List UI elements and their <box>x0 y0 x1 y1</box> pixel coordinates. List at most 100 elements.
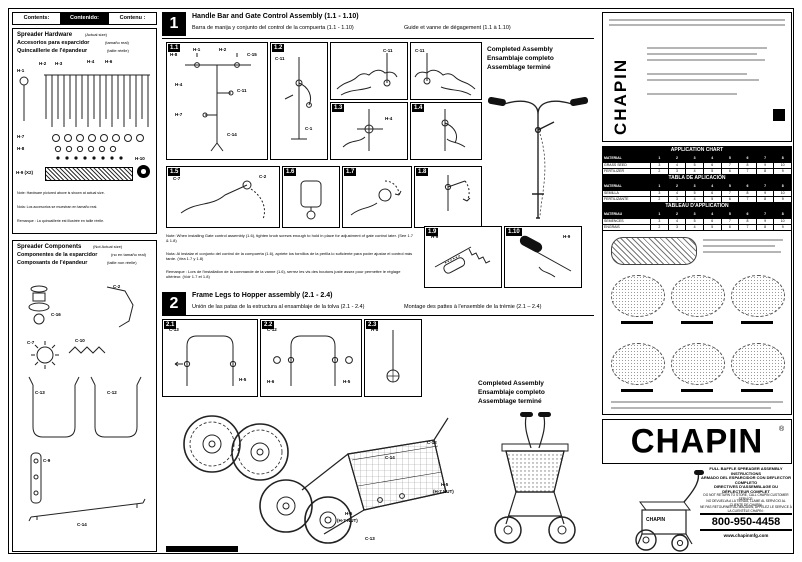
fine-print-line <box>609 24 785 26</box>
page-border <box>8 8 794 554</box>
website-url: www.chapinmfg.com <box>723 533 769 538</box>
contents-label-fr: Contenu : <box>109 12 157 25</box>
part-label: H-2 <box>219 47 227 52</box>
fine-print-line <box>611 401 783 403</box>
step-2-3-tag: 2.3 <box>366 321 379 329</box>
hardware-note-fr: Remarque : La quincaillerie est illustré… <box>17 219 105 223</box>
step-1-3-panel: 1.3 H-4 <box>330 102 408 160</box>
pattern-caption <box>681 321 713 324</box>
components-title-fr: Composants de l'épandeur <box>17 260 88 266</box>
step-1-2-tag: 1.2 <box>272 44 285 52</box>
registered-mark: ® <box>779 426 785 433</box>
part-label-h9: H-9 (X2) <box>16 170 34 175</box>
washers-illustration <box>52 134 144 160</box>
step-1-10-panel: 1.10 H-9 <box>504 226 582 288</box>
step-1-9-panel: 1.9 H-9 <box>424 226 502 288</box>
part-label-h10: H-10 <box>135 156 145 161</box>
fine-print-line <box>647 59 765 61</box>
part-label: H-7 <box>175 112 183 117</box>
step-1-5-illustration <box>180 180 265 220</box>
step-1-7-tag: 1.7 <box>344 168 357 176</box>
spread-pattern-oval <box>731 275 785 317</box>
step-1-8-illustration <box>444 175 471 211</box>
application-chart-header: APPLICATION CHART <box>602 146 792 155</box>
fine-print-line <box>609 19 785 21</box>
step-1-9-tag: 1.9 <box>426 228 439 236</box>
step-1-note-fr: Remarque : Lors de l'installation de la … <box>166 269 401 279</box>
step-1-title-en: Handle Bar and Gate Control Assembly (1.… <box>192 13 359 20</box>
step-2-divider <box>162 315 594 316</box>
part-label: C-2 <box>259 174 267 179</box>
grip-hatch-illustration <box>45 167 133 181</box>
part-label: C-13 <box>169 327 179 332</box>
step-2-1-panel: 2.1 C-13 H-5 <box>162 319 258 397</box>
fine-print-line <box>703 245 775 247</box>
step-1-number: 1 <box>162 12 186 36</box>
spread-pattern-oval <box>671 275 725 317</box>
part-label: H-1 <box>193 47 201 52</box>
phone-rule-top <box>700 513 792 515</box>
phone-rule-bottom <box>700 529 792 531</box>
part-label-c7: C-7 <box>27 340 35 345</box>
step-1-10-illustration <box>519 235 572 278</box>
step-1-completed-en: Completed Assembly <box>487 46 553 53</box>
step-2-completed-es: Ensamblaje completo <box>478 389 545 396</box>
step-1-4-illustration <box>441 109 466 151</box>
step-1-2-panel: 1.2 C-11 C-1 <box>270 42 328 160</box>
washer-ring-illustration <box>137 165 150 178</box>
part-label-c14: C-14 <box>385 455 395 460</box>
customer-service-phone: 800-950-4458 <box>711 516 781 528</box>
part-label: H-5 <box>239 377 247 382</box>
fine-print-line <box>647 47 767 49</box>
part-label-h8: H-8 <box>17 146 25 151</box>
bolt-comb-illustration <box>19 74 150 127</box>
step-2-2-illustration <box>273 335 353 386</box>
part-label-h3: H-3 <box>55 61 63 66</box>
spread-pattern-oval <box>611 275 665 317</box>
step-1-10-tag: 1.10 <box>506 228 522 236</box>
tabla-aplicacion-header: TABLA DE APLICACIÓN <box>602 174 792 183</box>
pattern-caption <box>621 321 653 324</box>
components-size-es: (no en tamaño real) <box>111 252 146 257</box>
step-1-9-illustration <box>434 246 491 274</box>
pattern-caption <box>681 389 713 392</box>
sample-pass-illustration <box>611 237 697 265</box>
step-2-completed-fr: Assemblage terminé <box>478 398 542 405</box>
hopper-assembly-illustration <box>259 417 449 544</box>
part-label-h7nut: (H-7 NUT) <box>433 489 454 494</box>
part-label-h7: H-7 <box>17 134 25 139</box>
step-2-title-fr: Montage des pattes à l'ensemble de la tr… <box>404 304 542 310</box>
spreader-box-brand: CHAPIN <box>646 517 666 523</box>
step-1-1-tag: 1.1 <box>168 44 181 52</box>
step-2-1-tag: 2.1 <box>164 321 177 329</box>
hardware-title-en: Spreader Hardware <box>17 32 73 38</box>
service-note-fr: NE PAS RETOURNER AU MAGASIN, APPELEZ LE … <box>700 505 792 513</box>
step-1-3-illustration <box>342 109 383 151</box>
spread-pattern-oval <box>671 343 725 385</box>
part-label-h5: H-5 <box>441 482 449 487</box>
part-label-h5: H-5 <box>345 511 353 516</box>
part-label: C-11 <box>275 56 285 61</box>
part-label: C-11 <box>415 48 425 53</box>
service-note-en: DO NOT RETURN TO STORE, CALL CHAPIN CUST… <box>703 493 789 501</box>
part-label: H-9 <box>563 234 571 239</box>
step-1-8-tag: 1.8 <box>416 168 429 176</box>
part-label-c13: C-13 <box>35 390 45 395</box>
step-1-6-illustration <box>300 180 322 220</box>
step-1-completed-fr: Assemblage terminé <box>487 64 551 71</box>
fine-print-line <box>703 251 781 253</box>
step-1-divider <box>162 38 594 39</box>
part-label: C-11 <box>237 88 247 93</box>
hardware-size-en: (Actual size) <box>85 32 108 37</box>
registration-brand: CHAPIN <box>611 57 630 135</box>
step-1-1-illustration <box>185 53 251 152</box>
part-label: H-8 <box>371 327 379 332</box>
contents-header: Contents: Contenido: Contenu : <box>12 12 157 25</box>
part-label: H-4 <box>385 116 393 121</box>
spreader-photo-illustration <box>635 470 704 552</box>
step-1-4-panel: 1.4 <box>410 102 482 160</box>
pattern-caption <box>741 389 773 392</box>
step-1-3-tag: 1.3 <box>332 104 345 112</box>
